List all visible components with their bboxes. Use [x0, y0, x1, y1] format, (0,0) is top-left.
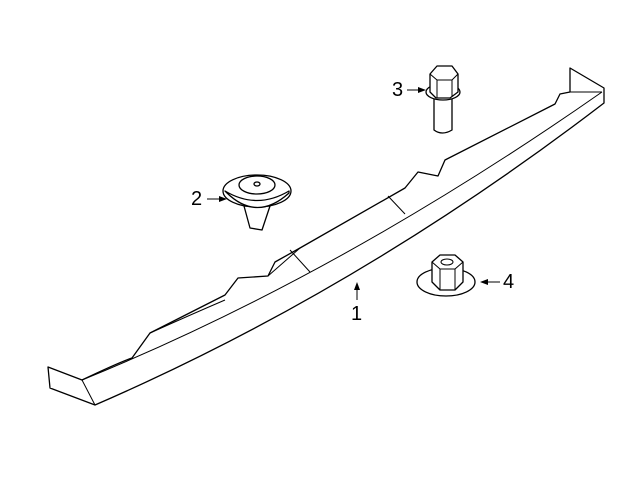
part-4-nut: [416, 254, 476, 297]
part-3-bolt: [425, 65, 461, 134]
callout-3: 3: [392, 79, 404, 101]
part-1-bar: [47, 67, 605, 406]
part-2-push-clip: [222, 174, 292, 231]
callout-4: 4: [503, 271, 515, 293]
leader-arrows: [207, 87, 500, 300]
callout-2: 2: [191, 188, 203, 210]
callout-1: 1: [351, 303, 363, 325]
